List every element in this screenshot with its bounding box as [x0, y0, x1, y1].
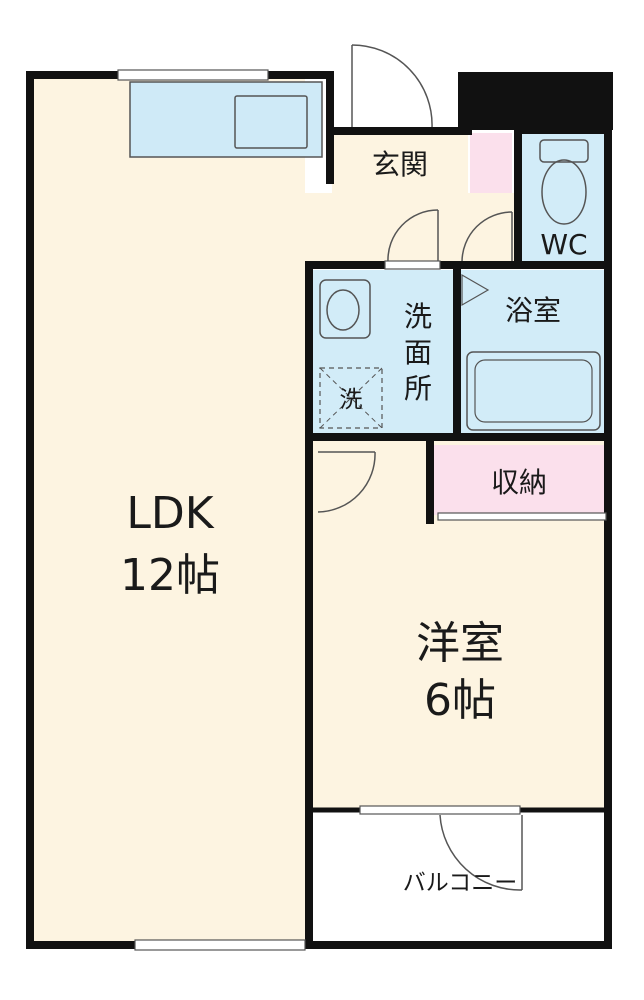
western-name: 洋室: [416, 618, 504, 669]
bathtub-inner: [474, 359, 593, 423]
balcony-floor: [313, 815, 608, 945]
kitchen-sink: [234, 95, 308, 149]
window-ldk-top: [117, 69, 269, 81]
wc-door-swing: [461, 211, 513, 263]
toilet-tank: [539, 139, 589, 163]
western-size: 6帖: [424, 675, 496, 726]
toilet-bowl: [541, 159, 587, 225]
storage-floor: [430, 445, 608, 515]
washroom-floor: [313, 270, 455, 435]
hallway-floor: [305, 193, 515, 268]
wash-basin: [319, 279, 371, 339]
storage-name: 収納: [491, 466, 547, 499]
wall-wc-top: [515, 128, 612, 134]
bathtub: [466, 351, 601, 431]
ldk-floor: [30, 75, 305, 945]
wc-name: WC: [540, 228, 587, 261]
bath-door-mark: [461, 273, 490, 307]
ldk-name: LDK: [126, 488, 214, 539]
room-labels: LDK 12帖 洋室 6帖 玄関 WC 浴室 洗 面 所 洗 収納 バルコニー: [120, 148, 588, 896]
washer-name: 洗: [340, 387, 363, 413]
window-ldk-bottom: [134, 939, 306, 951]
entrance-floor: [332, 133, 468, 193]
window-storage: [437, 512, 607, 521]
fixtures: [129, 81, 601, 431]
walls: [26, 71, 612, 949]
room-fills: [30, 75, 608, 945]
western-door-swing: [317, 451, 376, 513]
balcony-door-swing: [439, 814, 523, 891]
washroom-char-2: 面: [404, 336, 432, 369]
ldk-size: 12帖: [120, 550, 220, 601]
window-hall: [384, 260, 441, 270]
wall-pillar: [458, 72, 613, 130]
ldk-door-swing: [387, 209, 439, 263]
balcony-name: バルコニー: [403, 870, 518, 896]
washroom-char-3: 所: [404, 372, 432, 405]
bath-name: 浴室: [505, 294, 561, 327]
wc-floor: [522, 133, 608, 263]
entrance-name: 玄関: [372, 148, 428, 181]
entrance-shoe-box: [470, 133, 512, 193]
door-swings: [317, 44, 523, 891]
kitchen-counter: [129, 81, 323, 158]
washroom-char-1: 洗: [404, 300, 432, 333]
wall-outer-left: [26, 71, 609, 949]
front-door-swing: [351, 44, 433, 129]
window-balcony: [359, 805, 521, 815]
washer-space: [319, 367, 383, 429]
wash-basin-bowl: [326, 289, 360, 331]
windows: [117, 69, 607, 951]
